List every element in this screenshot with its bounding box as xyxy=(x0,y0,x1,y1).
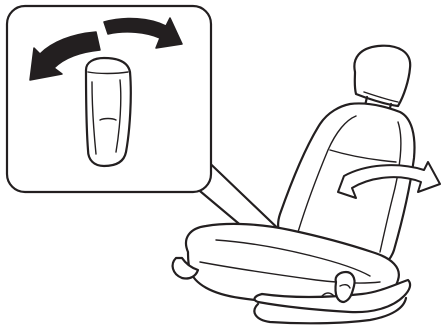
cushion-bolster xyxy=(215,239,371,277)
seatback-inner-left xyxy=(297,115,357,233)
lever-mount xyxy=(321,292,335,297)
seatback-inner-right xyxy=(379,121,402,253)
cushion-seam xyxy=(199,261,381,284)
lever-side-right xyxy=(115,79,122,153)
lever-grip xyxy=(99,117,117,121)
recline-arrow xyxy=(337,161,441,199)
lever-detail xyxy=(339,283,351,289)
headrest xyxy=(353,44,412,108)
lever-top-edge xyxy=(87,71,129,75)
recline-lever-icon xyxy=(84,56,132,168)
seat-base xyxy=(171,256,200,280)
arrow-forward-icon xyxy=(103,17,183,49)
seat-side-trim xyxy=(253,278,412,314)
lever-side-left xyxy=(91,81,97,155)
seat-rail xyxy=(253,296,408,325)
headrest-edge xyxy=(363,91,399,103)
car-seat xyxy=(171,44,441,325)
seatback-seam xyxy=(329,149,397,163)
magnifier-inset xyxy=(5,4,213,194)
recline-lever xyxy=(334,270,356,304)
arrow-rearward-icon xyxy=(29,31,101,81)
